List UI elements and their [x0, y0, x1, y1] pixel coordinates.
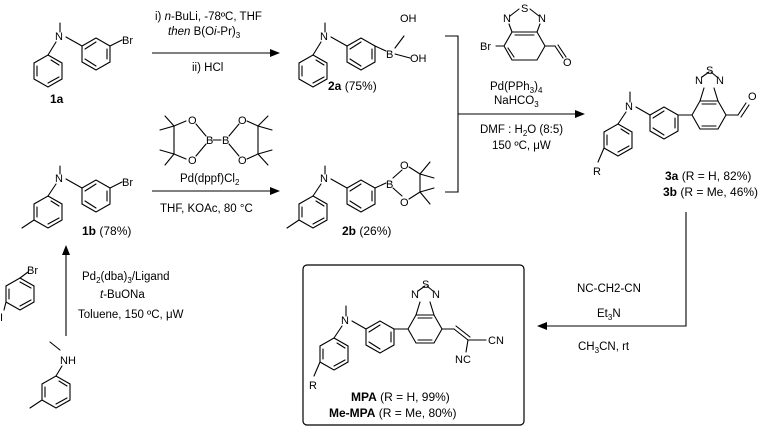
atom-label: N: [716, 75, 724, 87]
compound-2a-label: 2a (75%): [328, 79, 377, 93]
atom-label: R: [593, 166, 601, 178]
knoevenagel-base: Et3N: [597, 308, 621, 322]
bromo-btd-aldehyde-structure: S N N Br O: [480, 3, 572, 69]
b2pin2-reagent-structure: B B O O O O: [159, 115, 273, 167]
bracket: [445, 35, 459, 193]
atom-label: NH: [60, 355, 76, 367]
arrowhead: [575, 110, 585, 118]
atom-label: N: [695, 75, 703, 87]
atom-label: O: [238, 155, 247, 167]
atom-label: S: [422, 279, 429, 291]
atom-label: S: [521, 3, 528, 15]
me-mpa-label: Me-MPA (R = Me, 80%): [329, 406, 456, 420]
atom-label: S: [706, 65, 713, 77]
atom-label: N: [320, 173, 328, 185]
atom-label: N: [625, 101, 633, 113]
step3-line2: t-BuONa: [100, 289, 145, 301]
arrowhead: [537, 322, 547, 330]
step1-line3: ii) HCl: [192, 62, 223, 74]
step3-line3: Toluene, 150 ºC, μW: [78, 309, 184, 321]
atom-label: O: [188, 115, 197, 127]
atom-label: NC: [455, 354, 471, 366]
atom-label: I: [0, 312, 3, 324]
compound-1a-structure: N Br: [33, 22, 133, 88]
product-box: [302, 264, 525, 426]
compound-2a-structure: N B OH OH: [298, 13, 427, 88]
atom-label: O: [238, 115, 247, 127]
atom-label: R: [309, 380, 317, 392]
atom-label: OH: [410, 53, 427, 65]
atom-label: Br: [480, 41, 491, 53]
atom-label: O: [188, 155, 197, 167]
suzuki-base: NaHCO3: [494, 95, 539, 109]
arrowhead: [270, 187, 280, 195]
atom-label: B: [386, 179, 393, 191]
atom-label: N: [341, 315, 349, 327]
step2-catalyst: Pd(dppf)Cl2: [180, 173, 240, 187]
mpa-label: MPA (R = H, 99%): [351, 390, 450, 404]
compound-1b-structure: N Br: [21, 165, 133, 229]
atom-label: O: [563, 57, 572, 69]
knoevenagel-solvent: CH3CN, rt: [578, 341, 630, 355]
atom-label: Br: [27, 265, 38, 277]
bromoiodobenzene-structure: Br I: [0, 265, 38, 324]
compound-3b-label: 3b (R = Me, 46%): [663, 185, 758, 199]
arrow-knoevenagel: [547, 212, 687, 327]
atom-label: O: [400, 160, 409, 172]
atom-label: B: [206, 135, 213, 147]
n-methyl-p-toluidine-structure: NH: [29, 341, 76, 409]
suzuki-temp: 150 ºC, μW: [492, 140, 551, 152]
atom-label: N: [55, 173, 63, 185]
atom-label: OH: [400, 13, 417, 25]
atom-label: N: [538, 13, 546, 25]
arrowhead: [62, 245, 70, 255]
compound-1b-label: 1b (78%): [82, 224, 131, 238]
arrowhead: [270, 49, 280, 57]
suzuki-solvent: DMF : H2O (8:5): [480, 124, 563, 138]
atom-label: O: [400, 197, 409, 209]
compound-1a-label: 1a: [50, 92, 64, 106]
atom-label: N: [503, 13, 511, 25]
compound-3a-label: 3a (R = H, 82%): [665, 169, 751, 183]
atom-label: Br: [122, 177, 133, 189]
mpa-product-structure: N N N S CN NC R: [309, 279, 504, 392]
atom-label: O: [748, 91, 757, 103]
atom-label: CN: [488, 335, 504, 347]
step2-solvent: THF, KOAc, 80 °C: [160, 203, 253, 215]
atom-label: N: [432, 289, 440, 301]
compound-2b-structure: N B O O: [286, 160, 435, 229]
step1-line1: i) n-BuLi, -78ºC, THF: [155, 11, 262, 23]
atom-label: B: [386, 49, 393, 61]
compound-3-structure: N N N S O R: [593, 65, 757, 178]
atom-label: N: [411, 289, 419, 301]
atom-label: N: [320, 31, 328, 43]
compound-2b-label: 2b (26%): [342, 224, 391, 238]
suzuki-catalyst: Pd(PPh3)4: [490, 81, 543, 95]
atom-label: N: [55, 31, 63, 43]
step1-line2: then B(Oi-Pr)3: [168, 26, 241, 40]
knoevenagel-reagent: NC-CH2-CN: [577, 283, 641, 295]
step3-line1: Pd2(dba)3/Ligand: [82, 271, 170, 285]
atom-label: Br: [122, 35, 133, 47]
atom-label: B: [222, 135, 229, 147]
